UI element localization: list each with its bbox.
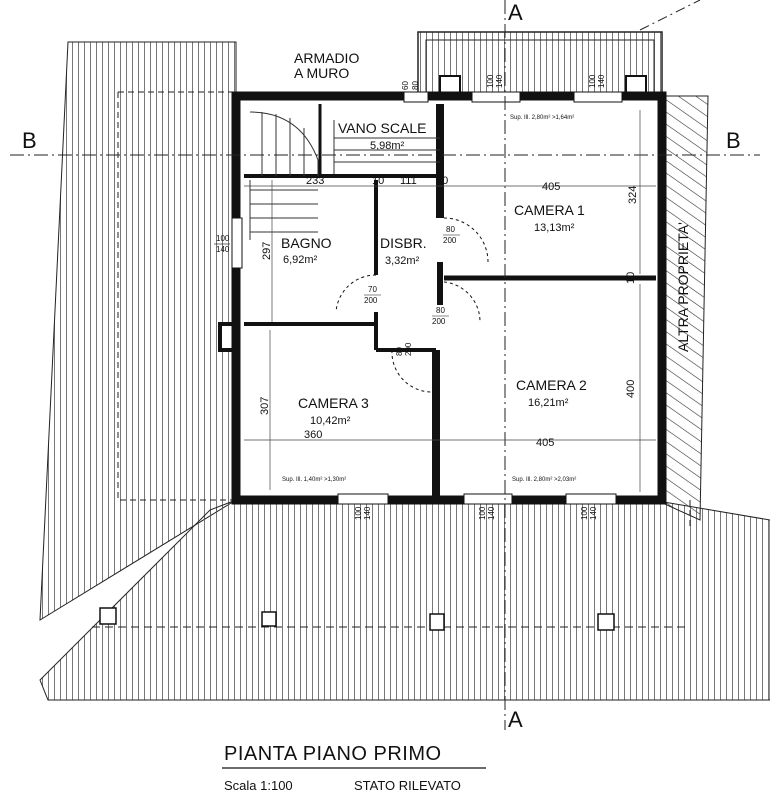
dim-405-top: 405: [542, 181, 560, 193]
svg-text:140: 140: [216, 245, 230, 254]
room-vano-scale-area: 5,98m²: [370, 140, 405, 152]
room-bagno-area: 6,92m²: [283, 254, 318, 266]
surface-note-bottom-right: Sup. Ill. 2,80m² >2,03m²: [512, 477, 576, 483]
svg-text:100: 100: [216, 234, 230, 243]
adjacent-property-label: ALTRA PROPRIETA': [675, 222, 691, 352]
svg-text:140: 140: [487, 506, 496, 520]
room-camera2-name: CAMERA 2: [516, 377, 587, 393]
dim-405-bottom: 405: [536, 437, 554, 449]
roof-top-balcony: [417, 31, 663, 97]
svg-text:70: 70: [368, 285, 377, 294]
svg-text:200: 200: [404, 342, 413, 356]
section-mark-a-bottom: A: [508, 707, 523, 732]
svg-text:100: 100: [478, 506, 487, 520]
dim-111: 111: [400, 175, 417, 187]
drawing-status: STATO RILEVATO: [354, 778, 461, 793]
svg-text:140: 140: [589, 506, 598, 520]
dim-297: 297: [261, 242, 273, 260]
door-swings: [335, 217, 489, 393]
building-walls: [231, 91, 667, 505]
svg-text:200: 200: [443, 236, 457, 245]
svg-text:100: 100: [588, 74, 597, 88]
svg-text:140: 140: [495, 74, 504, 88]
svg-text:140: 140: [597, 74, 606, 88]
wardrobe-label-1: ARMADIO: [294, 50, 359, 66]
window-openings: [231, 91, 623, 505]
room-camera1-name: CAMERA 1: [514, 202, 585, 218]
room-bagno-name: BAGNO: [281, 235, 332, 251]
room-disbr-area: 3,32m²: [385, 255, 420, 267]
svg-text:80: 80: [436, 306, 445, 315]
wardrobe-label-2: A MURO: [294, 65, 349, 81]
svg-text:80: 80: [446, 225, 455, 234]
section-mark-b-left: B: [22, 128, 37, 153]
surface-note-top: Sup. Ill. 2,80m² >1,64m²: [510, 115, 574, 121]
section-mark-a-top: A: [508, 0, 523, 25]
section-mark-b-right: B: [726, 128, 741, 153]
dim-20: 20: [436, 175, 448, 187]
staircase: [249, 111, 440, 240]
window-labels: 60 80 100 140 100 140 100 140 100 140 10…: [214, 74, 606, 520]
svg-text:80: 80: [395, 347, 404, 356]
dimension-lines: [244, 110, 656, 492]
dim-233: 233: [306, 175, 324, 187]
dim-324: 324: [627, 186, 639, 204]
dim-10-top: 10: [372, 175, 384, 187]
dim-400: 400: [625, 380, 637, 398]
dim-307: 307: [259, 397, 271, 415]
room-camera2-area: 16,21m²: [528, 397, 569, 409]
room-camera3-area: 10,42m²: [310, 415, 351, 427]
surface-note-bottom-left: Sup. Ill. 1,40m² >1,30m²: [282, 477, 346, 483]
dim-10-right: 10: [625, 272, 637, 284]
drawing-scale: Scala 1:100: [224, 778, 293, 793]
svg-text:100: 100: [354, 506, 363, 520]
room-disbr-name: DISBR.: [380, 235, 427, 251]
svg-text:200: 200: [364, 296, 378, 305]
svg-text:140: 140: [363, 506, 372, 520]
dim-360: 360: [304, 429, 322, 441]
room-vano-scale-name: VANO SCALE: [338, 120, 426, 136]
section-lines: [10, 0, 760, 730]
svg-text:100: 100: [580, 506, 589, 520]
svg-text:100: 100: [486, 74, 495, 88]
svg-text:80: 80: [411, 81, 420, 90]
door-labels: 80 200 70 200 80 200 80 200: [364, 225, 460, 356]
svg-text:200: 200: [432, 317, 446, 326]
room-camera1-area: 13,13m²: [534, 222, 575, 234]
roof-bottom: [39, 499, 770, 701]
room-camera3-name: CAMERA 3: [298, 395, 369, 411]
drawing-title: PIANTA PIANO PRIMO: [224, 743, 442, 765]
svg-text:60: 60: [401, 81, 410, 90]
